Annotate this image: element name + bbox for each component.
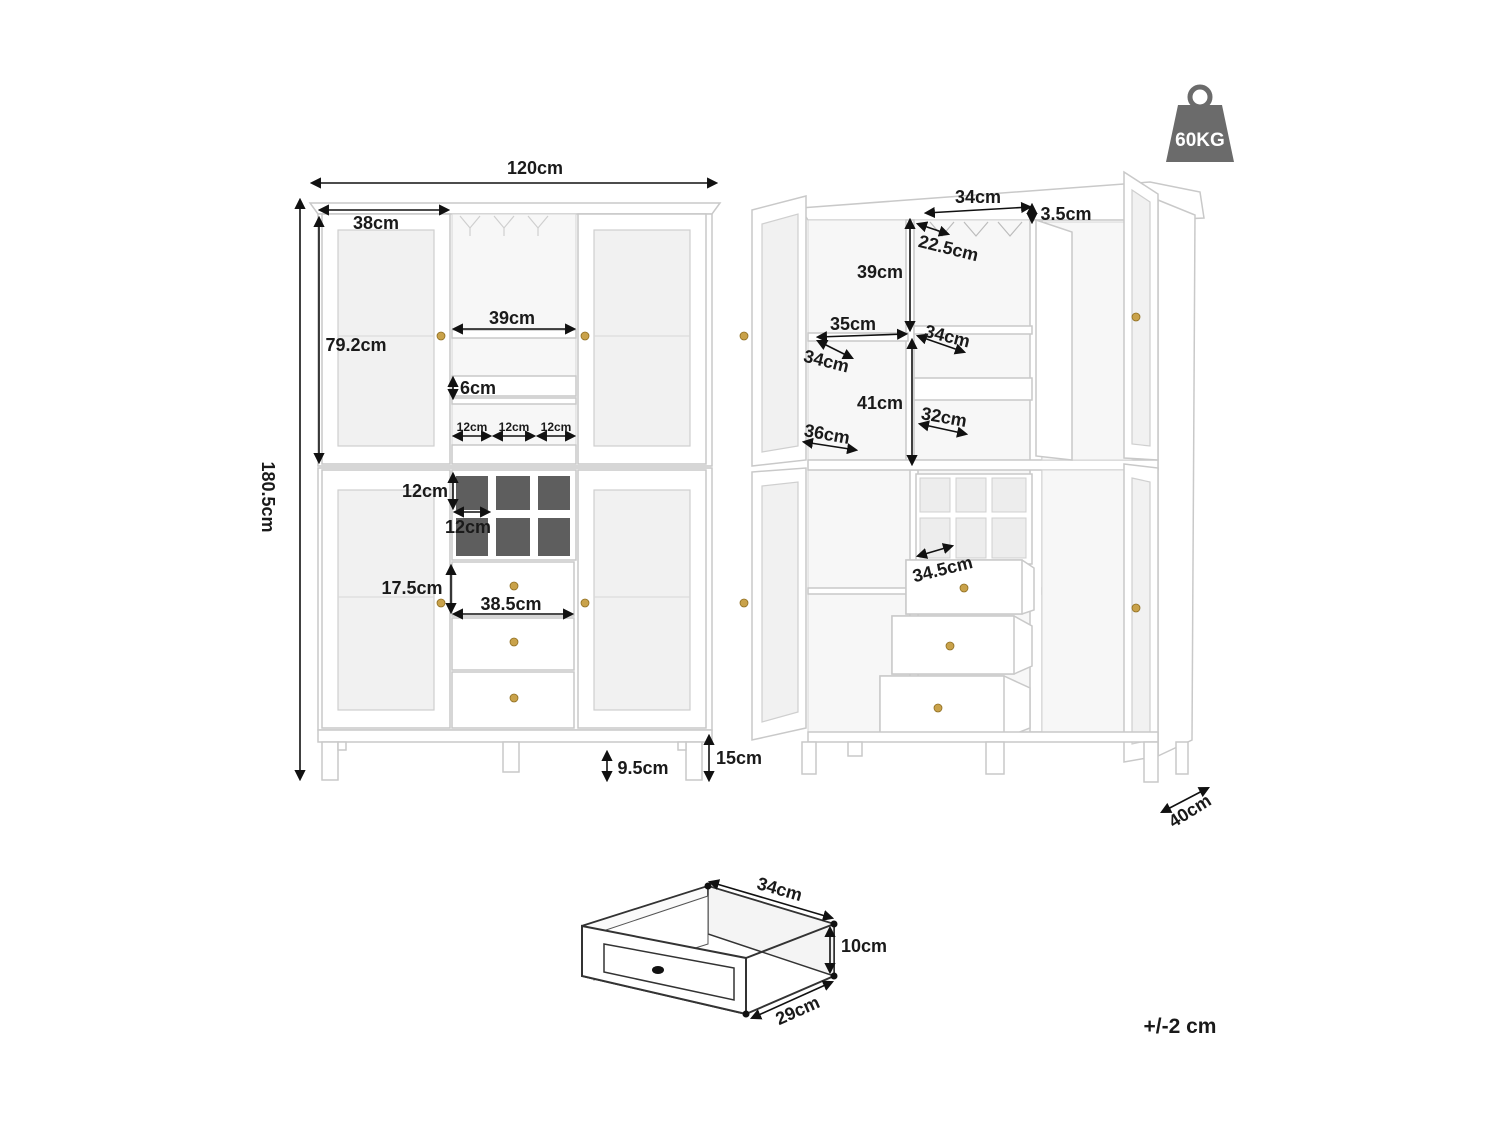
drawer-height-label: 17.5cm xyxy=(381,578,442,598)
lower-height-label: 41cm xyxy=(857,393,903,413)
open-view-cabinet xyxy=(739,170,1205,783)
rack-height-label: 6cm xyxy=(460,378,496,398)
cube-height-label: 12cm xyxy=(402,481,448,501)
front-view-cabinet xyxy=(308,202,722,781)
weight-label: 60KG xyxy=(1175,130,1225,151)
shelf-width-label: 39cm xyxy=(489,308,535,328)
cube-width-label: 12cm xyxy=(445,517,491,537)
upper-height-label: 39cm xyxy=(857,262,903,282)
upper-width-label: 35cm xyxy=(830,314,876,334)
drawer-height-detail-label: 10cm xyxy=(841,936,887,956)
weight-icon: 60KG xyxy=(1166,84,1234,162)
slot-3-label: 12cm xyxy=(541,420,572,434)
door-height-label: 79.2cm xyxy=(325,335,386,355)
door-width-label: 38cm xyxy=(353,213,399,233)
base-height-label: 15cm xyxy=(716,748,762,768)
rack-height-label-side: 3.5cm xyxy=(1040,204,1091,224)
leg-height-label: 9.5cm xyxy=(617,758,668,778)
slot-1-label: 12cm xyxy=(457,420,488,434)
front-labels: 120cm 180.5cm 38cm 79.2cm 39cm 6cm 12cm … xyxy=(258,158,762,778)
rack-width-label: 34cm xyxy=(955,187,1001,207)
drawer-width-label: 38.5cm xyxy=(480,594,541,614)
drawer-length-label: 34cm xyxy=(755,873,805,905)
side-dimension-lines xyxy=(801,201,1210,814)
total-width-label: 120cm xyxy=(507,158,563,178)
front-dimension-lines xyxy=(294,177,719,783)
slot-2-label: 12cm xyxy=(499,420,530,434)
tolerance-label: +/-2 cm xyxy=(1144,1015,1217,1038)
drawer-dimension-lines xyxy=(707,879,836,1020)
total-height-label: 180.5cm xyxy=(258,461,278,532)
cabinet-depth-label: 40cm xyxy=(1165,790,1215,831)
